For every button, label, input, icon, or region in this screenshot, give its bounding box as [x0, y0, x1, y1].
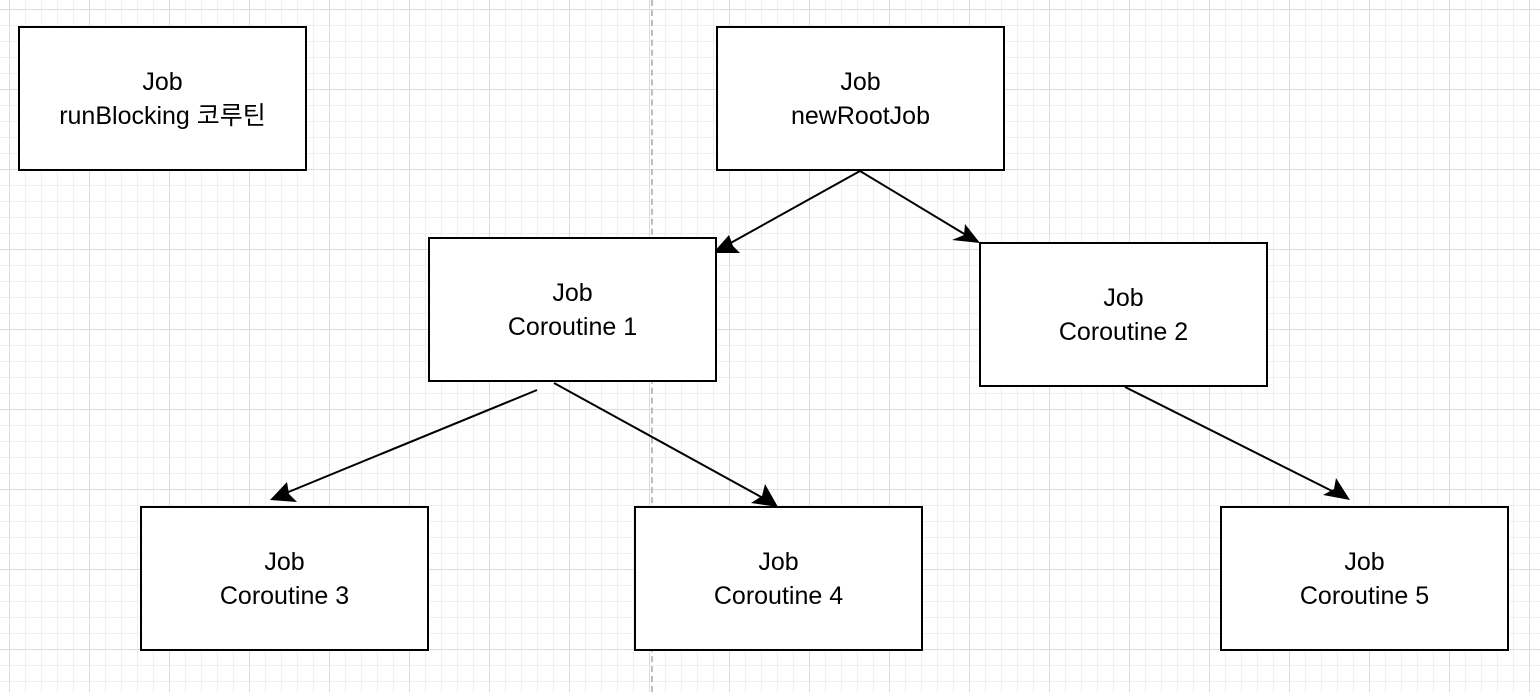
edge-coroutine-1-to-coroutine-4 [553, 382, 778, 507]
node-newrootjob: Job newRootJob [716, 26, 1005, 171]
edge-newrootjob-to-coroutine-2 [859, 170, 980, 243]
edge-coroutine-2-to-coroutine-5 [1124, 386, 1350, 500]
node-coroutine-2-title: Job [1103, 283, 1144, 312]
node-runblocking-job-label: runBlocking 코루틴 [59, 101, 266, 130]
node-coroutine-1-title: Job [552, 278, 593, 307]
node-coroutine-5-title: Job [1344, 547, 1385, 576]
node-coroutine-4: Job Coroutine 4 [634, 506, 923, 651]
node-newrootjob-label: newRootJob [791, 101, 930, 130]
node-coroutine-2: Job Coroutine 2 [979, 242, 1268, 387]
node-coroutine-4-label: Coroutine 4 [713, 581, 844, 610]
node-coroutine-3: Job Coroutine 3 [140, 506, 429, 651]
node-coroutine-5-label: Coroutine 5 [1299, 581, 1430, 610]
node-coroutine-3-title: Job [264, 547, 305, 576]
node-runblocking-job-title: Job [142, 67, 183, 96]
node-coroutine-1: Job Coroutine 1 [428, 237, 717, 382]
node-coroutine-4-title: Job [758, 547, 799, 576]
node-newrootjob-title: Job [840, 67, 881, 96]
node-runblocking-job: Job runBlocking 코루틴 [18, 26, 307, 171]
node-coroutine-5: Job Coroutine 5 [1220, 506, 1509, 651]
node-coroutine-2-label: Coroutine 2 [1058, 317, 1189, 346]
node-coroutine-1-label: Coroutine 1 [507, 312, 638, 341]
edge-coroutine-1-to-coroutine-3 [270, 389, 538, 502]
edge-newrootjob-to-coroutine-1 [713, 170, 861, 253]
node-coroutine-3-label: Coroutine 3 [219, 581, 350, 610]
